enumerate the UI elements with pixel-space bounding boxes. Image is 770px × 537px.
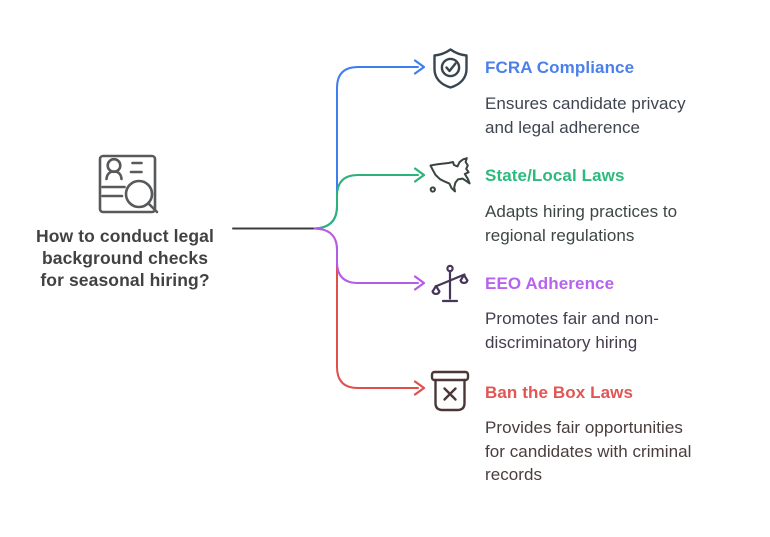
branch-label-ban-the-box: Ban the Box Laws bbox=[485, 383, 634, 402]
branch-desc-fcra: Ensures candidate privacy and legal adhe… bbox=[485, 94, 686, 137]
branch-line-ban-the-box bbox=[312, 227, 419, 389]
branch-desc-state-local: Adapts hiring practices to regional regu… bbox=[485, 202, 678, 245]
magnifier-handle bbox=[147, 202, 159, 214]
arrowhead-state-local bbox=[413, 167, 426, 183]
ballot-box-x-icon bbox=[430, 370, 470, 412]
shield-check-icon bbox=[433, 48, 468, 89]
central-topic-question: How to conduct legal background checks f… bbox=[36, 226, 214, 290]
document-outline bbox=[98, 154, 157, 214]
person-head bbox=[106, 157, 122, 174]
branch-label-state-local: State/Local Laws bbox=[485, 166, 625, 185]
scales-of-justice-icon bbox=[431, 264, 469, 303]
branch-line-fcra bbox=[312, 66, 419, 230]
branch-desc-eeo: Promotes fair and non- discriminatory hi… bbox=[485, 309, 660, 352]
branch-line-eeo bbox=[312, 227, 419, 284]
arrowhead-fcra bbox=[413, 59, 426, 75]
branch-label-fcra: FCRA Compliance bbox=[485, 58, 635, 77]
branch-desc-ban-the-box: Provides fair opportunities for candidat… bbox=[485, 418, 692, 485]
background-check-document-icon bbox=[98, 154, 159, 214]
usa-map-icon bbox=[429, 157, 471, 193]
arrowhead-eeo bbox=[413, 275, 426, 291]
magnifier-lens bbox=[124, 179, 154, 209]
branch-line-state-local bbox=[312, 174, 419, 230]
arrowhead-ban-the-box bbox=[413, 380, 426, 396]
branch-label-eeo: EEO Adherence bbox=[485, 274, 615, 293]
person-shoulders bbox=[105, 170, 123, 181]
